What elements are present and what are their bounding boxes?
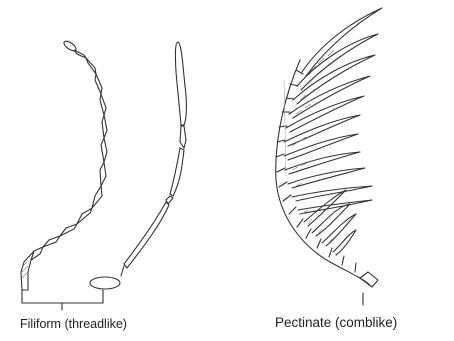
filiform-left-segment (100, 94, 106, 115)
filiform-left-segment (86, 58, 96, 74)
filiform-panel: Filiform (threadlike) (20, 39, 186, 331)
pectinate-tooth (286, 96, 364, 132)
filiform-left-segment (74, 50, 86, 58)
filiform-left-segment (100, 162, 106, 186)
pectinate-teeth (284, 8, 382, 255)
filiform-right-segment (175, 42, 186, 125)
pectinate-tooth (302, 8, 382, 76)
filiform-antenna-left (21, 39, 107, 290)
filiform-left-segment (60, 224, 77, 236)
filiform-scape (90, 277, 120, 289)
pectinate-tooth (285, 152, 360, 174)
pectinate-base (360, 272, 378, 287)
filiform-left-segment (102, 115, 107, 138)
pectinate-caption: Pectinate (comblike) (275, 315, 397, 330)
filiform-left-segment (95, 74, 102, 94)
filiform-right-segment (124, 202, 169, 268)
filiform-left-segment (43, 236, 60, 247)
filiform-left-segment (92, 186, 102, 208)
filiform-left-segment (101, 138, 107, 162)
pectinate-tooth (333, 230, 356, 255)
pectinate-panel: Pectinate (comblike) (275, 8, 397, 330)
filiform-right-segment (180, 126, 186, 148)
filiform-bracket (22, 290, 103, 310)
pectinate-tooth (284, 115, 360, 146)
filiform-right-segment (170, 148, 184, 196)
filiform-left-segment (77, 208, 92, 224)
pectinate-segments (276, 70, 356, 272)
filiform-caption: Filiform (threadlike) (20, 317, 127, 331)
filiform-left-base (21, 251, 34, 290)
